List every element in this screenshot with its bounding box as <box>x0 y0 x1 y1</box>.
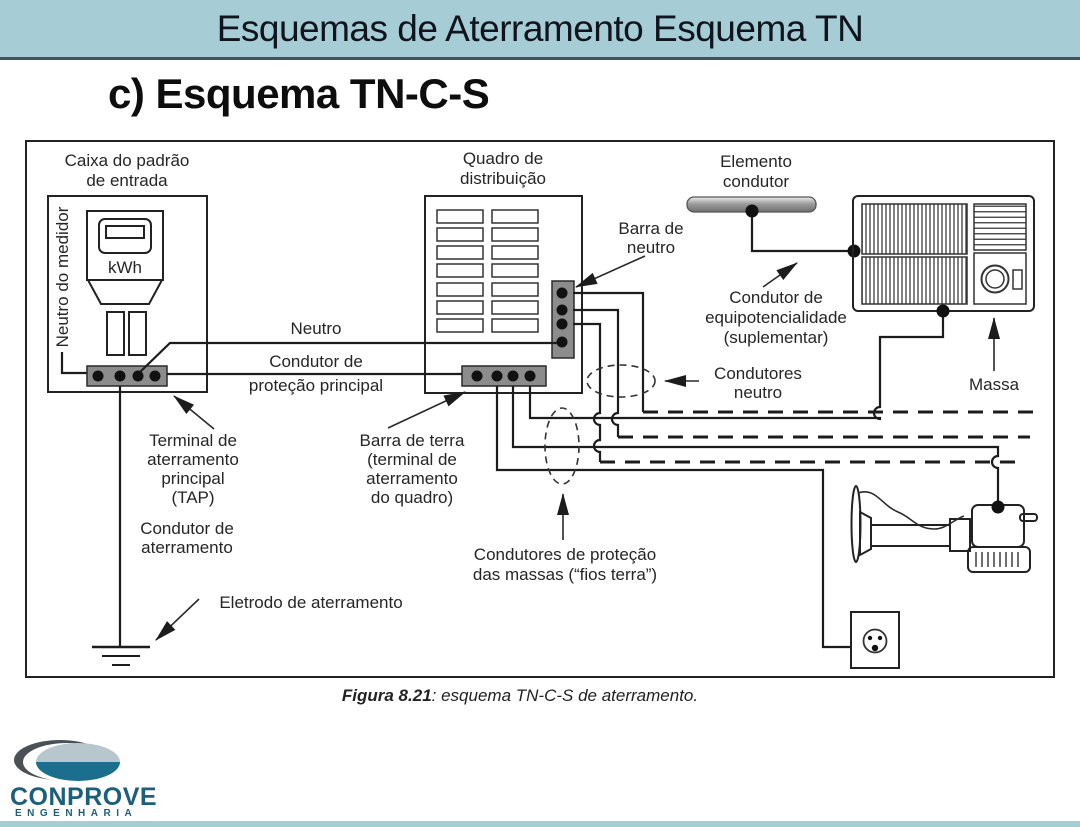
protecao-label-line1: Condutor de <box>269 352 363 371</box>
figure-caption: Figura 8.21: esquema TN-C-S de aterramen… <box>0 686 1040 706</box>
condutor-aterramento-annotation: Condutor de aterramento <box>140 519 234 557</box>
protection-conductors <box>495 313 1000 649</box>
neutral-conductors-dashed <box>600 410 1036 464</box>
cond-aterr-label-line1: Condutor de <box>140 519 234 538</box>
fuse-right <box>128 311 147 356</box>
fios-terra-annotation: Condutores de proteção das massas (“fios… <box>473 493 657 584</box>
condutores-neutro-annotation: Condutores neutro <box>664 364 802 402</box>
tap-label-line3: principal <box>161 469 224 488</box>
barra-neutro-label-line2: neutro <box>627 238 675 257</box>
barra-terra-label-line1: Barra de terra <box>360 431 465 450</box>
barra-neutro-annotation: Barra de neutro <box>575 219 684 288</box>
elemento-label-line2: condutor <box>723 172 789 191</box>
slide-bottom-strip <box>0 821 1080 827</box>
equipot-label-line3: (suplementar) <box>724 328 829 347</box>
elemento-label-line1: Elemento <box>720 152 792 171</box>
neutros-group-ellipse <box>586 364 656 398</box>
tn-c-s-diagram: Caixa do padrão de entrada kWh Neutro do… <box>25 140 1055 678</box>
barra-terra-label-line3: aterramento <box>366 469 458 488</box>
eletrodo-annotation: Eletrodo de aterramento <box>155 593 403 641</box>
terminal-aterramento-annotation: Terminal de aterramento principal (TAP) <box>147 395 239 507</box>
quadro-label-line1: Quadro de <box>463 149 543 168</box>
cond-aterr-label-line2: aterramento <box>141 538 233 557</box>
tap-label-line2: aterramento <box>147 450 239 469</box>
massa-label: Massa <box>969 375 1020 394</box>
condutores-neutro-label-line2: neutro <box>734 383 782 402</box>
ground-electrode-icon <box>92 645 150 666</box>
quadro-label-line2: distribuição <box>460 169 546 188</box>
equipot-label-line1: Condutor de <box>729 288 823 307</box>
figure-caption-text: : esquema TN-C-S de aterramento. <box>431 686 699 705</box>
eletrodo-label: Eletrodo de aterramento <box>219 593 402 612</box>
air-conditioner-icon <box>852 195 1035 318</box>
fios-terra-label-line1: Condutores de proteção <box>474 545 656 564</box>
barra-terra-label-line2: (terminal de <box>367 450 457 469</box>
neutral-bar <box>551 280 575 359</box>
tap-bar <box>86 365 168 387</box>
equipot-label-line2: equipotencialidade <box>705 308 847 327</box>
tap-label-line4: (TAP) <box>171 488 214 507</box>
slide-title: Esquemas de Aterramento Esquema TN <box>216 7 864 49</box>
barra-terra-label-line4: do quadro) <box>371 488 453 507</box>
protecao-label-line2: proteção principal <box>249 376 383 395</box>
caixa-label-line1: Caixa do padrão <box>65 151 190 170</box>
caixa-padrao-box: Caixa do padrão de entrada kWh Neutro do… <box>47 151 208 393</box>
power-tool-icon <box>850 485 1038 573</box>
slide-top-banner: Esquemas de Aterramento Esquema TN <box>0 0 1080 60</box>
quadro-distribuicao-box: Quadro de distribuição <box>424 149 583 394</box>
figure-frame <box>25 140 1055 678</box>
elemento-condutor: Elemento condutor <box>686 152 861 258</box>
equipotencialidade-annotation: Condutor de equipotencialidade (suplemen… <box>705 262 847 347</box>
breaker-rows <box>436 209 539 333</box>
neutro-label: Neutro <box>290 319 341 338</box>
barra-terra-annotation: Barra de terra (terminal de aterramento … <box>360 391 466 507</box>
figure-caption-number: Figura 8.21 <box>341 686 432 705</box>
earth-bar <box>461 365 547 387</box>
kwh-meter-icon: kWh <box>86 210 164 305</box>
fios-terra-label-line2: das massas (“fios terra”) <box>473 565 657 584</box>
neutro-medidor-label: Neutro do medidor <box>53 206 72 347</box>
massa-annotation: Massa <box>969 317 1020 394</box>
conprove-logo-icon <box>14 740 120 781</box>
logo-brand-text: CONPROVE <box>10 783 158 811</box>
conprove-logo: CONPROVE ENGENHARIA <box>8 736 178 819</box>
tool-cord <box>857 491 965 530</box>
outlet-icon <box>850 611 900 669</box>
barra-neutro-label-line1: Barra de <box>618 219 683 238</box>
tool-vents <box>975 552 1019 567</box>
wire-equipotencial <box>750 212 851 253</box>
fuse-left <box>106 311 125 356</box>
section-heading: c) Esquema TN-C-S <box>108 70 490 117</box>
fios-terra-group-ellipse <box>544 407 580 485</box>
tap-label-line1: Terminal de <box>149 431 237 450</box>
wire-neutro <box>139 341 557 373</box>
condutores-neutro-label-line1: Condutores <box>714 364 802 383</box>
logo-tagline-text: ENGENHARIA <box>15 808 138 819</box>
wire-neutro-medidor <box>60 352 88 375</box>
caixa-label-line2: de entrada <box>86 171 168 190</box>
kwh-label: kWh <box>108 258 142 277</box>
